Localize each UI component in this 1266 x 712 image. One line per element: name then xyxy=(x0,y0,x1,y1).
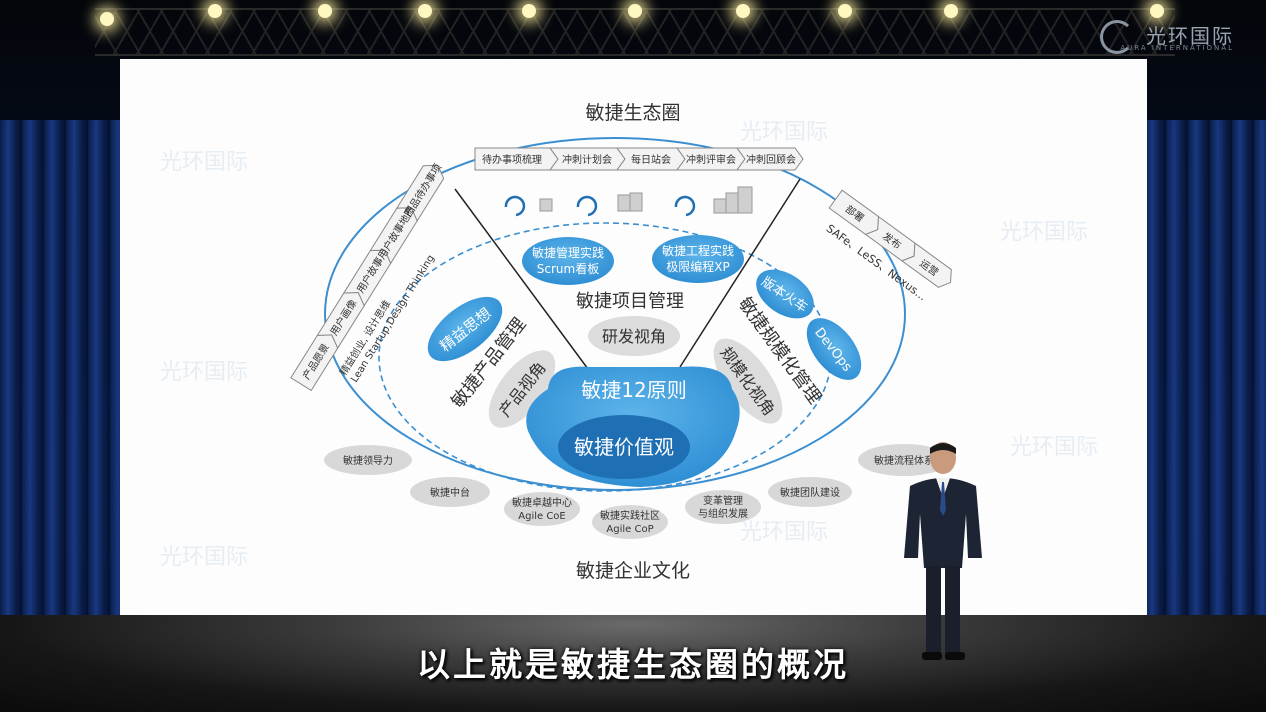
watermark: 光环国际 xyxy=(740,520,828,545)
spotlight xyxy=(838,4,852,18)
culture-bubbles: 敏捷领导力 敏捷中台 敏捷卓越中心 Agile CoE 敏捷实践社区 Agile… xyxy=(324,444,950,539)
iteration-cycle-icon xyxy=(674,195,696,217)
bubble-xp xyxy=(652,235,744,283)
product-bubble xyxy=(427,296,503,362)
spotlight xyxy=(100,12,114,26)
flow-label: 待办事项梳理 xyxy=(482,153,542,166)
culture-bubble xyxy=(324,445,412,475)
pm-view: 研发视角 xyxy=(602,327,666,346)
divider-right xyxy=(679,178,801,368)
divider-left xyxy=(454,188,589,370)
spotlight xyxy=(944,4,958,18)
speaker-figure xyxy=(904,442,982,660)
flow-label: 冲刺评审会 xyxy=(686,153,736,166)
speaker-hair xyxy=(930,443,956,454)
brand-logo-icon xyxy=(1100,20,1134,54)
culture-label: Agile CoE xyxy=(518,511,566,522)
increment-block-icon xyxy=(713,198,727,214)
culture-label: Agile CoP xyxy=(606,524,653,535)
bubble-xp-line2: 极限编程XP xyxy=(666,259,729,274)
culture-label: 敏捷流程体系 xyxy=(874,454,934,467)
increment-block-icon xyxy=(629,192,643,212)
right-arrow-step xyxy=(900,242,952,288)
scale-view-bubble xyxy=(713,338,783,424)
stage-floor xyxy=(0,615,1266,712)
brand-name: 光环国际 xyxy=(1146,24,1234,48)
speaker-leg xyxy=(945,566,960,656)
flow-label: 冲刺回顾会 xyxy=(746,153,796,166)
spotlight xyxy=(1150,4,1164,18)
spotlight xyxy=(318,4,332,18)
left-arrow-stack: 产品愿景 用户画像 用户故事 用户故事地图 产品待办事项 精益创业, 设计思维 … xyxy=(290,161,445,392)
watermark: 光环国际 xyxy=(160,360,248,385)
increment-block-icon xyxy=(539,198,553,212)
pm-title: 敏捷项目管理 xyxy=(576,291,684,312)
bubble-scrum xyxy=(522,237,614,285)
culture-label: 敏捷领导力 xyxy=(343,454,393,467)
product-view-bubble xyxy=(488,350,556,428)
brand-subtitle: AURA INTERNATIONAL xyxy=(1120,44,1234,52)
culture-label: 敏捷卓越中心 xyxy=(512,496,572,509)
presentation-screen: 光环国际 光环国际 光环国际 光环国际 光环国际 光环国际 光环国际 敏捷生态圈… xyxy=(120,59,1147,615)
pm-view-bubble xyxy=(588,316,680,356)
speaker-jacket xyxy=(904,478,982,568)
scrum-flow: 待办事项梳理 冲刺计划会 每日站会 冲刺评审会 冲刺回顾会 xyxy=(474,147,804,171)
video-subtitle: 以上就是敏捷生态圈的概况 xyxy=(417,645,849,684)
culture-label: 变革管理 xyxy=(703,494,743,507)
flow-label: 每日站会 xyxy=(631,153,671,166)
flow-step xyxy=(736,147,804,171)
spotlight xyxy=(522,4,536,18)
culture-bubble xyxy=(410,477,490,507)
watermark: 光环国际 xyxy=(1010,435,1098,460)
left-arrow-step xyxy=(395,164,445,222)
increment-block-icon xyxy=(725,192,739,214)
core-principles: 敏捷12原则 xyxy=(581,378,686,402)
bubble-scrum-line2: Scrum看板 xyxy=(537,262,599,276)
scale-bubble1-group: 版本火车 xyxy=(756,269,814,319)
culture-bubble xyxy=(592,505,668,539)
culture-label: 敏捷中台 xyxy=(430,486,470,499)
culture-bubble xyxy=(858,444,950,476)
watermark: 光环国际 xyxy=(740,120,828,145)
speaker-shoe xyxy=(922,652,942,660)
iteration-cycle-icon xyxy=(576,195,598,217)
spotlight xyxy=(418,4,432,18)
culture-bubble xyxy=(504,492,580,526)
speaker-tie xyxy=(940,482,946,516)
core-values-bubble xyxy=(558,415,690,479)
core-values: 敏捷价值观 xyxy=(574,435,674,459)
curtain-right xyxy=(1144,120,1266,620)
agile-ecosystem-diagram: 光环国际 光环国际 光环国际 光环国际 光环国际 光环国际 光环国际 敏捷生态圈… xyxy=(160,102,1098,582)
speaker-leg xyxy=(926,566,941,656)
increment-block-icon xyxy=(737,186,753,214)
watermark: 光环国际 xyxy=(1000,220,1088,245)
speaker-shoe xyxy=(945,652,965,660)
outer-ellipse xyxy=(324,137,906,491)
increment-block-icon xyxy=(617,194,631,212)
bubble-xp-line1: 敏捷工程实践 xyxy=(662,243,734,258)
right-arrow-stack: 部署 发布 运营 SAFe、LeSS、Nexus... xyxy=(824,189,952,303)
flow-label: 冲刺计划会 xyxy=(562,153,612,166)
spotlight xyxy=(208,4,222,18)
iteration-icons xyxy=(504,186,753,217)
culture-bubble xyxy=(768,477,852,507)
spotlight xyxy=(736,4,750,18)
release-train-bubble xyxy=(756,269,814,319)
watermark: 光环国际 xyxy=(160,150,248,175)
diagram-title: 敏捷生态圈 xyxy=(585,102,680,124)
devops-bubble xyxy=(806,318,862,380)
watermark: 光环国际 xyxy=(160,545,248,570)
spotlight xyxy=(628,4,642,18)
culture-label: 与组织发展 xyxy=(698,507,748,520)
iteration-cycle-icon xyxy=(504,195,526,217)
culture-label: 敏捷实践社区 xyxy=(600,509,660,522)
diagram-footer: 敏捷企业文化 xyxy=(576,560,690,582)
culture-label: 敏捷团队建设 xyxy=(780,486,840,499)
watermarks: 光环国际 光环国际 光环国际 光环国际 光环国际 光环国际 光环国际 xyxy=(160,120,1098,570)
bubble-scrum-line1: 敏捷管理实践 xyxy=(532,245,604,260)
curtain-left xyxy=(0,120,120,620)
culture-bubble xyxy=(685,490,761,524)
